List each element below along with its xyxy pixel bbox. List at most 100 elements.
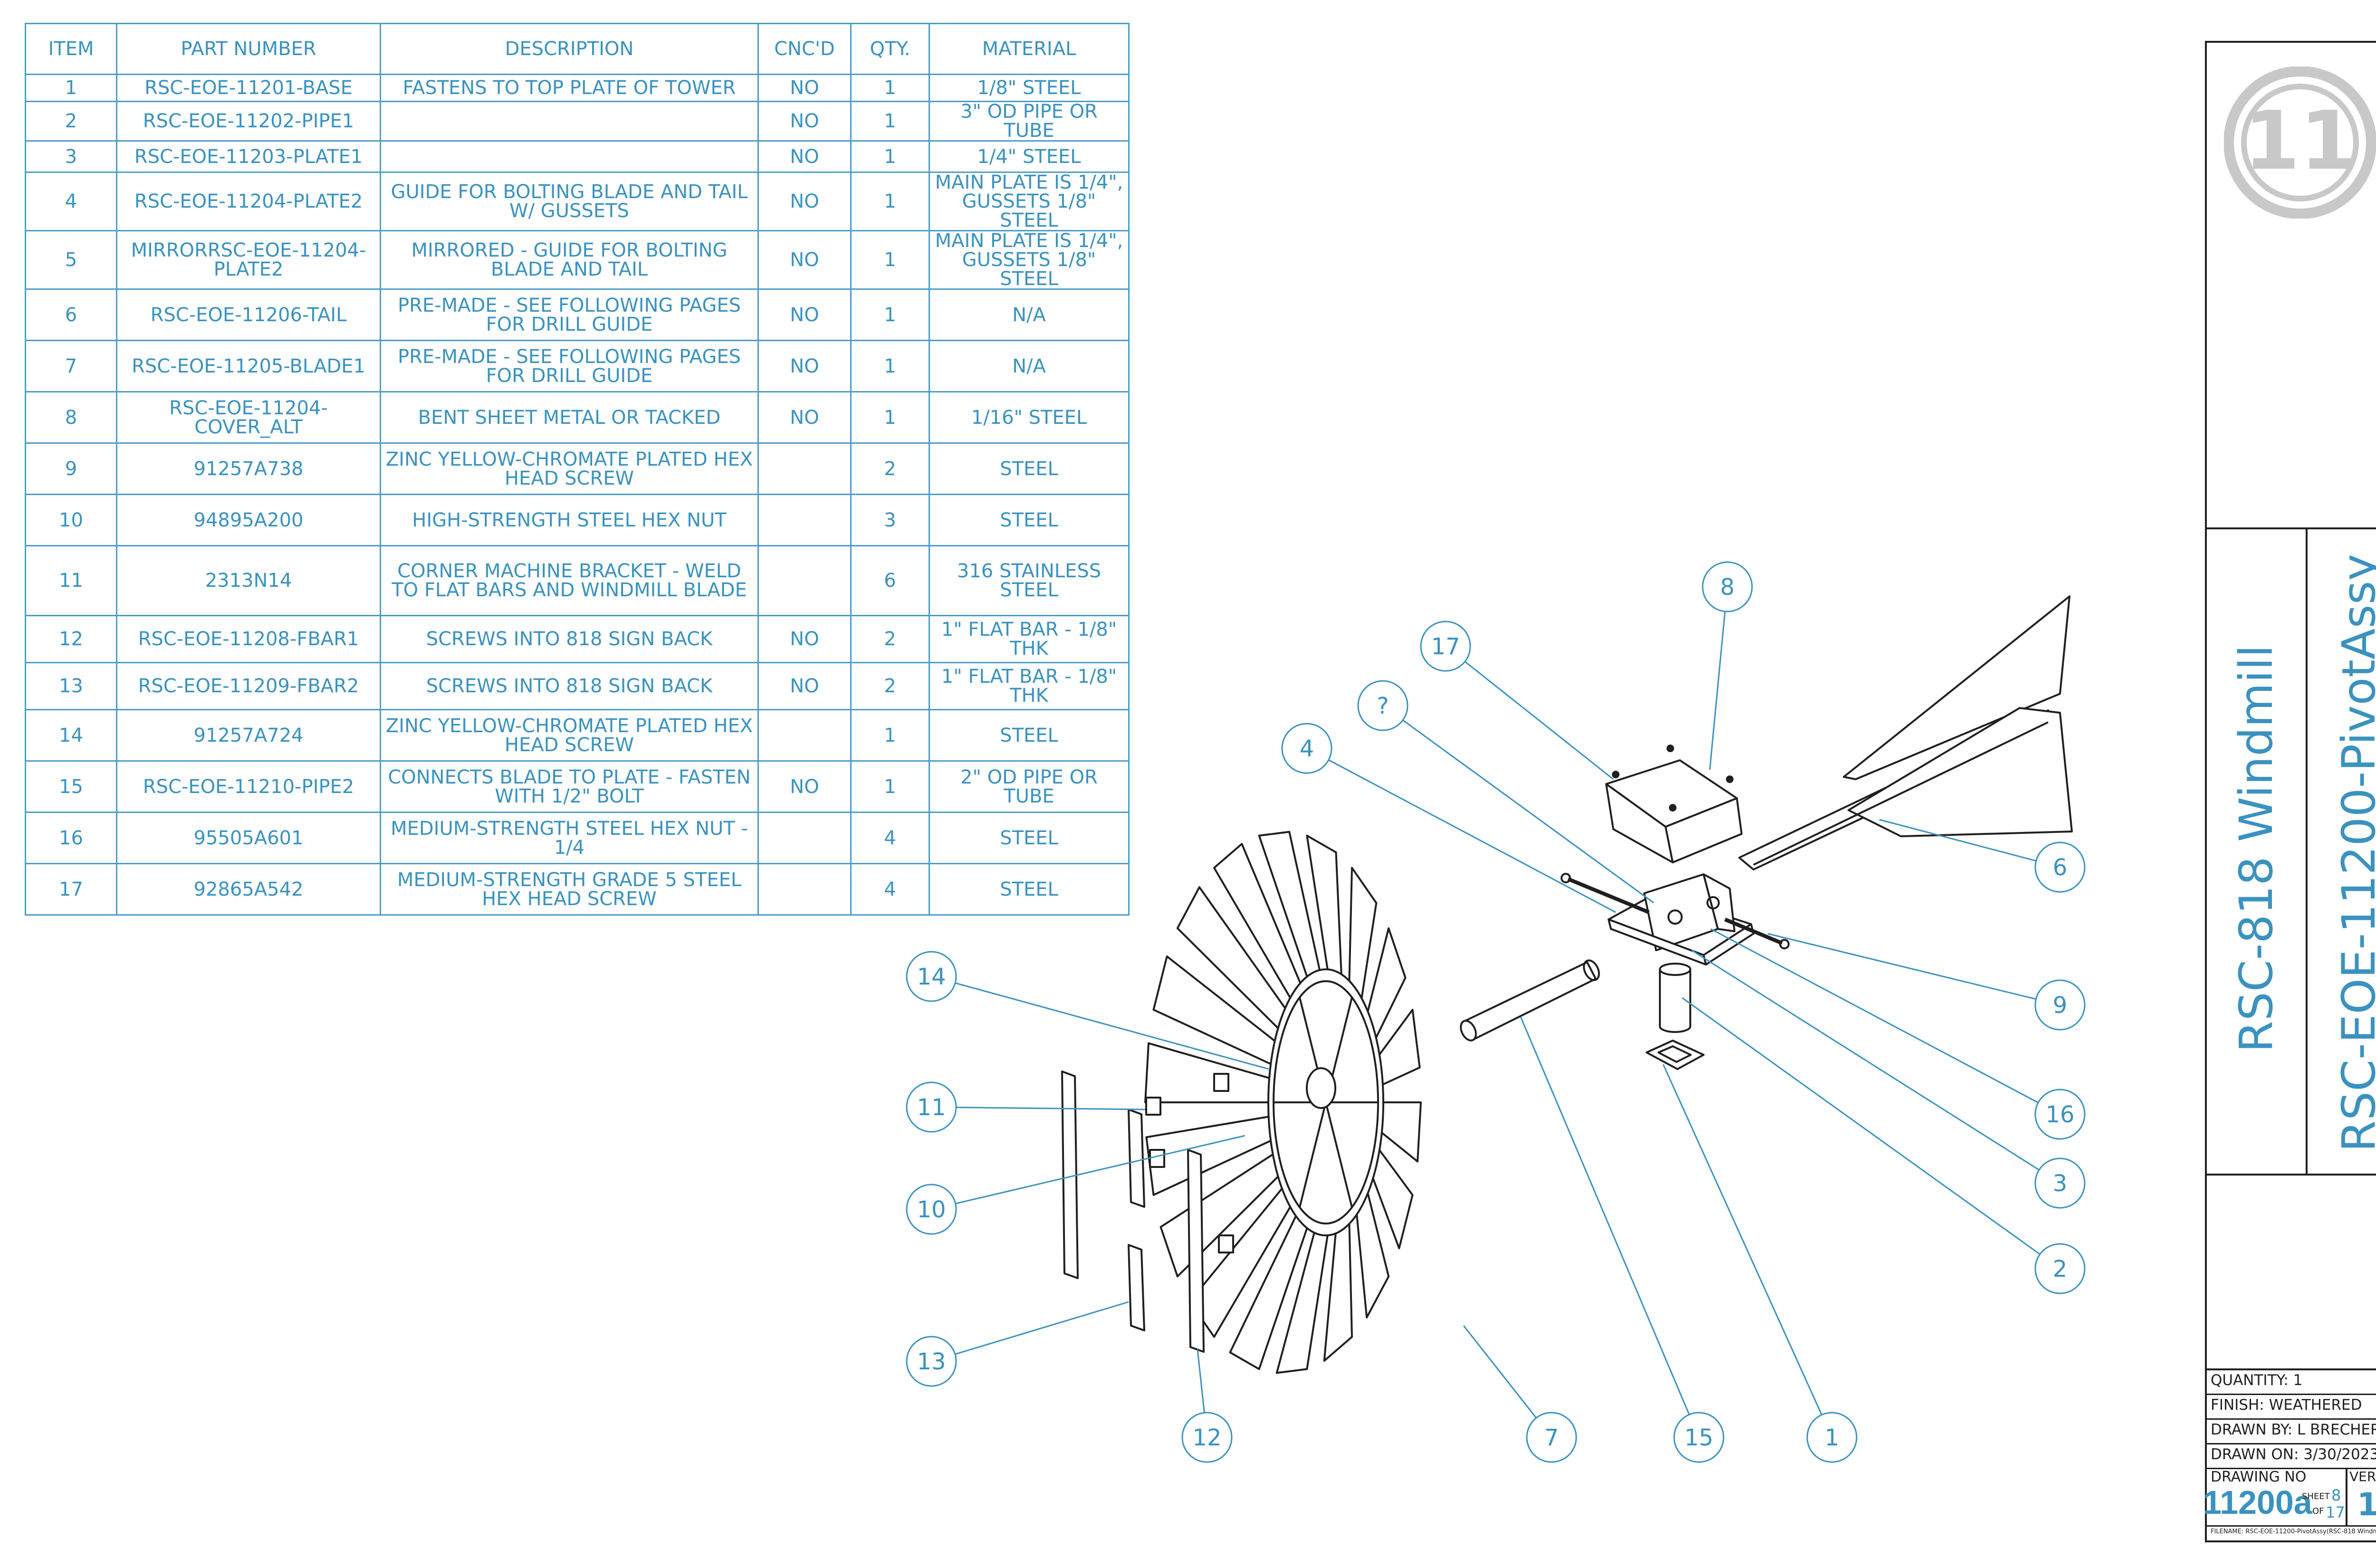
title-block-vdivider xyxy=(2306,527,2308,1174)
leader-line xyxy=(1197,1349,1205,1413)
assembly-parts xyxy=(1061,595,2073,1374)
leader-line xyxy=(1691,949,2040,1171)
bom-cell-item: 9 xyxy=(25,442,117,495)
bom-cell-qty: 4 xyxy=(850,863,930,916)
bom-cell-qty: 2 xyxy=(850,442,930,495)
bom-cell-cncd xyxy=(757,709,852,762)
bom-cell-part-number: 91257A724 xyxy=(116,709,381,762)
balloon-circle xyxy=(1702,561,1753,612)
bom-cell-item: 11 xyxy=(25,545,117,616)
balloon-label: 4 xyxy=(1300,736,1314,762)
bom-cell-item: 3 xyxy=(25,140,117,173)
bom-cell-qty: 1 xyxy=(850,172,930,231)
bom-cell-material: 1" FLAT BAR - 1/8" THK xyxy=(929,615,1130,663)
bom-cell-material: STEEL xyxy=(929,709,1130,762)
project-title: RSC-818 Windmill xyxy=(2230,645,2283,1052)
bom-cell-item: 2 xyxy=(25,101,117,142)
bom-cell-cncd: NO xyxy=(757,760,852,813)
title-block: 11 RSC-818 Windmill RSC-EOE-11200-PivotA… xyxy=(2203,41,2376,1542)
bom-cell-description xyxy=(380,101,759,142)
leader-line xyxy=(1662,1064,1822,1415)
bom-cell-cncd: NO xyxy=(757,662,852,710)
bom-cell-material: N/A xyxy=(929,288,1130,341)
bom-cell-qty: 1 xyxy=(850,288,930,341)
bom-cell-cncd xyxy=(757,863,852,916)
bom-cell-cncd: NO xyxy=(757,615,852,663)
bom-cell-part-number: RSC-EOE-11204-PLATE2 xyxy=(116,172,381,231)
sheet-total: 17 xyxy=(2326,1503,2345,1521)
balloon-label: 2 xyxy=(2053,1256,2068,1282)
bom-cell-description: HIGH-STRENGTH STEEL HEX NUT xyxy=(380,494,759,546)
bom-cell-item: 12 xyxy=(25,615,117,663)
wheel-hub xyxy=(1306,1067,1336,1109)
balloon-label: 9 xyxy=(2053,992,2068,1019)
bom-cell-cncd: NO xyxy=(757,340,852,392)
bom-cell-item: 17 xyxy=(25,863,117,916)
bom-header-qty: QTY. xyxy=(850,23,930,75)
mount-plate-part xyxy=(1561,873,1790,966)
bom-cell-material: 1/4" STEEL xyxy=(929,140,1130,173)
balloon-circle xyxy=(1673,1412,1725,1463)
flat-bars-part xyxy=(1061,1071,1234,1353)
tail-vane-part xyxy=(1738,595,2073,870)
balloon-label: 3 xyxy=(2053,1170,2068,1197)
wheel-spoke xyxy=(1325,1102,1353,1208)
wheel-spoke xyxy=(1299,1102,1327,1208)
bom-cell-cncd: NO xyxy=(757,140,852,173)
balloon-circle xyxy=(906,1336,957,1387)
bom-cell-material: 2" OD PIPE OR TUBE xyxy=(929,760,1130,813)
leader-line xyxy=(1463,1325,1537,1419)
balloon-label: 17 xyxy=(1431,633,1460,660)
bom-cell-description: SCREWS INTO 818 SIGN BACK xyxy=(380,662,759,710)
bom-cell-part-number: RSC-EOE-11204-COVER_ALT xyxy=(116,391,381,444)
bom-cell-material: 3" OD PIPE OR TUBE xyxy=(929,101,1130,142)
balloon-label: 6 xyxy=(2053,854,2068,881)
balloon-circle xyxy=(2034,979,2086,1031)
balloon-label: 12 xyxy=(1192,1425,1221,1451)
balloon-circle xyxy=(2034,1243,2086,1294)
bom-cell-description: CONNECTS BLADE TO PLATE - FASTEN WITH 1/… xyxy=(380,760,759,813)
bom-cell-qty: 2 xyxy=(850,615,930,663)
bom-cell-description: MEDIUM-STRENGTH STEEL HEX NUT - 1/4 xyxy=(380,812,759,864)
bom-cell-material: 1/16" STEEL xyxy=(929,391,1130,444)
drawing-number: 11200a xyxy=(2203,1484,2312,1521)
bom-cell-qty: 1 xyxy=(850,340,930,392)
bom-cell-item: 13 xyxy=(25,662,117,710)
drawn-by-field: DRAWN BY: L BRECHER xyxy=(2211,1421,2376,1438)
bom-cell-material: 1" FLAT BAR - 1/8" THK xyxy=(929,662,1130,710)
leader-line xyxy=(955,982,1269,1070)
bom-cell-cncd xyxy=(757,442,852,495)
bom-cell-material: STEEL xyxy=(929,812,1130,864)
bom-cell-material: N/A xyxy=(929,340,1130,392)
leader-line xyxy=(955,1135,1245,1205)
sheet-number: 8 xyxy=(2331,1486,2341,1504)
title-block-divider xyxy=(2207,1368,2376,1370)
balloon-label: 15 xyxy=(1684,1425,1713,1451)
bom-cell-cncd: NO xyxy=(757,391,852,444)
bom-cell-item: 1 xyxy=(25,74,117,102)
bom-cell-cncd: NO xyxy=(757,172,852,231)
base-plate-part xyxy=(1646,1040,1705,1070)
balloon-label: 10 xyxy=(917,1196,946,1223)
balloon-label: ? xyxy=(1377,693,1389,719)
bom-cell-part-number: RSC-EOE-11203-PLATE1 xyxy=(116,140,381,173)
balloon-circle xyxy=(2034,1089,2086,1140)
windmill-blade-part xyxy=(1144,831,1422,1374)
bom-cell-item: 10 xyxy=(25,494,117,546)
pipe-1-part xyxy=(1659,963,1691,1033)
